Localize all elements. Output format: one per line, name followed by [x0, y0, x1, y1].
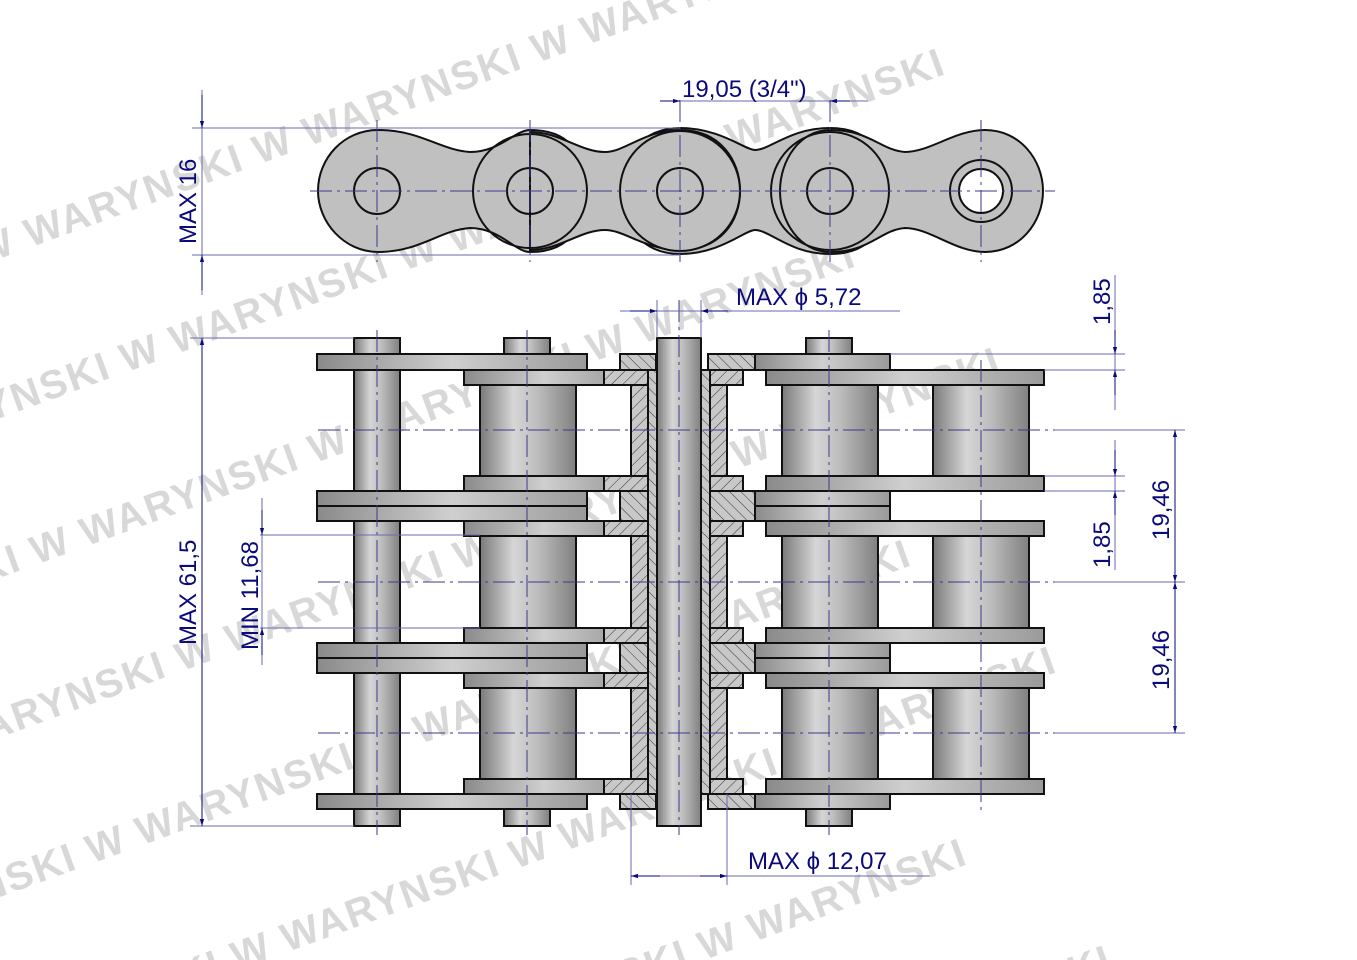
max-height-label: MAX 16	[175, 159, 202, 244]
roller-diameter-label: MAX ϕ 12,07	[748, 848, 887, 875]
pin-diameter-label: MAX ϕ 5,72	[736, 284, 862, 311]
front-view: MAX 61,5 MIN 11,68 MAX ϕ 5,72 MAX ϕ 12,0…	[175, 275, 1185, 885]
pitch-label: 19,05 (3/4")	[682, 76, 807, 103]
transverse-pitch-2-label: 19,46	[1148, 630, 1175, 690]
overall-width-label: MAX 61,5	[175, 540, 202, 645]
plate-thickness-mid-label: 1,85	[1089, 521, 1116, 568]
transverse-pitch-1-label: 19,46	[1148, 480, 1175, 540]
inner-width-label: MIN 11,68	[237, 541, 264, 650]
plate-thickness-top-label: 1,85	[1089, 278, 1116, 325]
side-view: MAX 16 19,05 (3/4")	[175, 76, 1055, 295]
